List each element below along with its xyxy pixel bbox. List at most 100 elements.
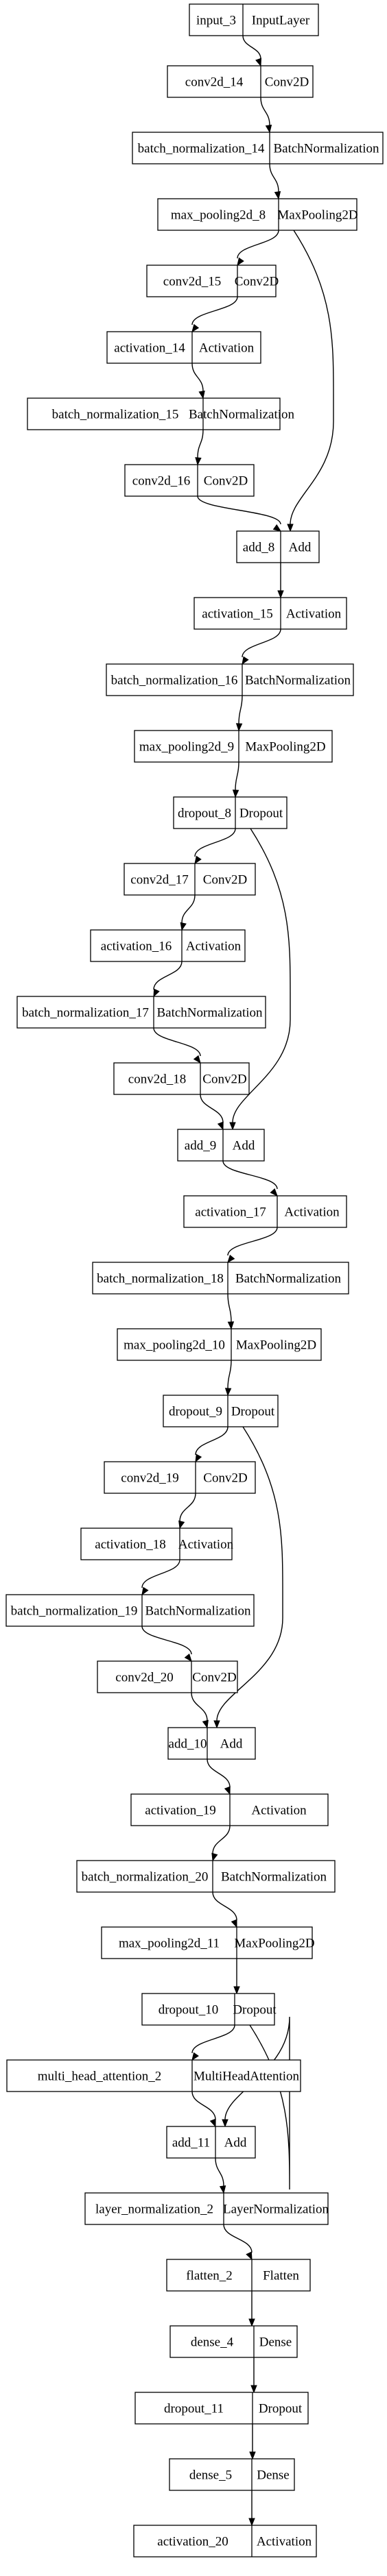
edge-dropout_9-to-conv2d_19	[195, 1426, 228, 1463]
node-type-label: Add	[233, 1139, 255, 1153]
node-box	[124, 464, 255, 497]
edge-batch_normalization_16-to-max_pooling2d_9	[235, 695, 243, 732]
edge-line	[191, 2091, 216, 2120]
edge-arrowhead	[178, 1520, 185, 1530]
edge-arrowhead	[274, 191, 281, 200]
node-type-label: Conv2D	[265, 75, 309, 90]
edge-arrowhead	[250, 2385, 257, 2394]
edge-multi_head_attention_2-to-add_11	[191, 2091, 216, 2128]
node-box	[27, 397, 281, 430]
node-name-label: conv2d_19	[121, 1471, 178, 1486]
node-box	[6, 2059, 301, 2092]
edge-batch_normalization_15-to-conv2d_16	[195, 429, 204, 466]
edge-arrowhead	[209, 2118, 216, 2128]
edge-line	[179, 1493, 196, 1522]
edge-layer_normalization_2-to-flatten_2	[223, 2224, 253, 2261]
edge-activation_19-to-batch_normalization_20	[211, 1825, 231, 1862]
edge-conv2d_17-to-activation_16	[180, 894, 196, 931]
node-box	[90, 929, 246, 962]
node-type-label: Flatten	[263, 2269, 299, 2283]
edge-activation_14-to-batch_normalization_15	[191, 363, 205, 400]
edge-arrowhead	[224, 1786, 231, 1795]
node-box	[132, 132, 384, 164]
edge-arrowhead	[153, 988, 160, 998]
edge-line	[153, 961, 183, 990]
edge-arrowhead	[287, 524, 294, 532]
edge-arrowhead	[141, 1586, 149, 1596]
node-name-label: conv2d_16	[132, 474, 190, 489]
node-name-label: multi_head_attention_2	[38, 2070, 161, 2084]
edge-batch_normalization_20-to-max_pooling2d_11	[212, 1891, 237, 1928]
edge-arrowhead	[233, 1986, 240, 1995]
node-box	[124, 863, 256, 896]
node-name-label: add_10	[169, 1737, 207, 1752]
node-name-label: activation_20	[157, 2535, 228, 2549]
edge-arrowhead	[191, 323, 200, 333]
edge-dropout_11-to-dense_5	[249, 2424, 256, 2460]
edge-line	[191, 2024, 235, 2054]
node-type-label: MaxPooling2D	[277, 208, 357, 223]
node-box	[16, 996, 266, 1029]
node-box	[167, 1727, 256, 1760]
node-type-label: BatchNormalization	[156, 1006, 263, 1020]
node-name-label: conv2d_17	[130, 873, 188, 887]
node-name-label: dropout_10	[159, 2003, 219, 2017]
edge-dense_5-to-activation_20	[248, 2490, 255, 2527]
edge-arrowhead	[231, 1919, 237, 1928]
node-name-label: batch_normalization_17	[22, 1006, 149, 1020]
node-type-label: Activation	[178, 1538, 234, 1552]
edge-add_10-to-activation_19	[207, 1758, 231, 1795]
edge-dropout_10-to-add_11	[222, 2016, 290, 2190]
node-name-label: max_pooling2d_10	[124, 1338, 225, 1353]
node-box	[106, 331, 261, 364]
edge-conv2d_20-to-add_10	[191, 1692, 209, 1729]
edge-activation_16-to-batch_normalization_17	[153, 961, 183, 998]
node-box	[133, 2525, 317, 2557]
node-type-label: MaxPooling2D	[234, 1937, 314, 1951]
edge-line	[191, 363, 204, 392]
node-type-label: BatchNormalization	[145, 1604, 251, 1619]
edge-line	[195, 1426, 228, 1456]
node-type-label: Activation	[286, 607, 342, 622]
edge-activation_17-to-batch_normalization_18	[227, 1227, 278, 1264]
node-name-label: add_9	[185, 1139, 216, 1153]
edge-max_pooling2d_9-to-dropout_8	[232, 761, 239, 798]
node-name-label: conv2d_14	[185, 75, 244, 90]
edge-line	[191, 1692, 208, 1721]
node-box	[173, 796, 288, 829]
node-name-label: batch_normalization_16	[111, 674, 238, 688]
node-name-label: dense_5	[189, 2468, 232, 2483]
node-name-label: activation_15	[202, 607, 272, 622]
edge-line	[227, 1227, 278, 1256]
node-name-label: conv2d_15	[163, 275, 221, 289]
node-box	[189, 3, 319, 36]
edge-line	[232, 828, 291, 1123]
edge-activation_15-to-batch_normalization_16	[242, 628, 281, 665]
edge-max_pooling2d_8-to-add_8	[287, 230, 334, 532]
node-type-label: LayerNormalization	[223, 2203, 329, 2217]
node-box	[101, 1926, 313, 1959]
edge-line	[224, 2016, 290, 2190]
edge-flatten_2-to-dense_4	[248, 2291, 255, 2327]
node-name-label: dropout_11	[164, 2402, 224, 2416]
edge-line	[216, 1426, 283, 1721]
edge-line	[238, 695, 243, 724]
edge-line	[212, 1891, 237, 1921]
